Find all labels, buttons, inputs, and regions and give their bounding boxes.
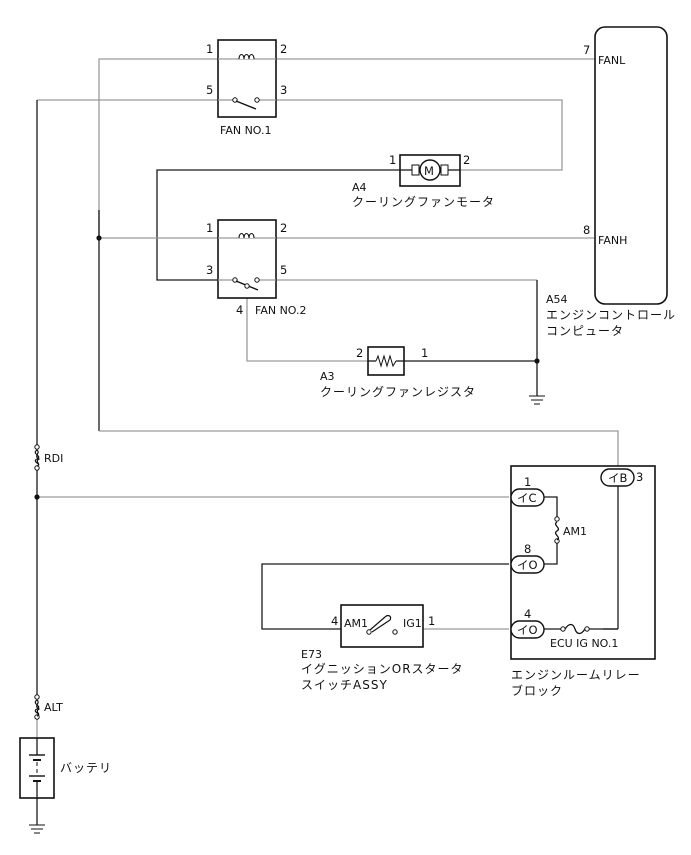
pin-number: 3 xyxy=(636,470,643,484)
pin-number: 2 xyxy=(280,42,287,56)
wire-relay-io8-to-ig-am1 xyxy=(261,563,509,630)
pin-number: 5 xyxy=(280,263,287,277)
connector-label: イC xyxy=(517,491,537,505)
pin-number: 8 xyxy=(583,223,590,237)
wire-fan1-no-to-motor xyxy=(276,99,563,171)
relay-fan1-label: FAN NO.1 xyxy=(220,124,272,137)
pin-number: 1 xyxy=(389,153,396,167)
relay-fan-no2: 1 2 3 5 4 FAN NO.2 xyxy=(206,219,307,317)
component-name: ブロック xyxy=(511,683,563,698)
component-name: スイッチASSY xyxy=(301,678,388,692)
component-code: A54 xyxy=(546,293,568,306)
wire-fan2-com-to-resistor xyxy=(246,290,368,362)
fusible-link-icon xyxy=(34,449,41,467)
motor-symbol: M xyxy=(424,164,434,178)
pin-number: 3 xyxy=(206,263,213,277)
battery: バッテリ xyxy=(19,737,112,799)
ecu-pin-label: FANH xyxy=(598,234,627,247)
fusible-link-icon xyxy=(34,699,41,717)
switch-contact xyxy=(254,97,260,103)
coil-icon xyxy=(238,232,255,239)
pin-number: 1 xyxy=(428,614,435,628)
switch-pin-label: IG1 xyxy=(403,617,422,630)
fusible-link-label: ALT xyxy=(44,701,63,714)
wire-to-relay-ib xyxy=(99,430,619,466)
switch-contact xyxy=(244,283,250,289)
fuse-label: ECU IG NO.1 xyxy=(550,637,618,650)
component-code: A3 xyxy=(320,370,335,383)
pin-number: 1 xyxy=(206,42,213,56)
battery-label: バッテリ xyxy=(60,761,112,775)
engine-room-relay-block: イB 3 イC 1 AM1 イO 8 イO 4 ECU IG NO.1 エンジン… xyxy=(510,465,656,698)
pin-number: 1 xyxy=(524,475,531,489)
pin-number: 4 xyxy=(236,303,243,317)
junction-dot xyxy=(34,494,40,500)
ignition-switch: AM1 IG1 4 1 E73 イグニッションORスタータ スイッチASSY xyxy=(301,604,464,692)
pin-number: 8 xyxy=(524,542,531,556)
coil-icon xyxy=(238,53,255,60)
fuse-icon xyxy=(564,623,586,635)
pin-number: 2 xyxy=(356,346,363,360)
pin-number: 7 xyxy=(583,43,590,57)
switch-contact xyxy=(366,629,372,635)
fuse-label: AM1 xyxy=(563,525,587,538)
component-name: イグニッションORスタータ xyxy=(301,662,464,676)
connector-io-8 xyxy=(510,555,545,574)
component-name: クーリングファンモータ xyxy=(352,195,495,209)
motor-icon xyxy=(419,159,441,181)
wires xyxy=(36,58,619,825)
component-code: A4 xyxy=(352,181,367,194)
pin-number: 4 xyxy=(524,607,531,621)
wire-fan1-coil-feed xyxy=(98,58,218,238)
pin-number: 2 xyxy=(463,153,470,167)
component-name: エンジンルームリレー xyxy=(511,668,641,682)
relay-fan2-label: FAN NO.2 xyxy=(255,304,307,317)
fusible-link-label: RDI xyxy=(44,452,63,465)
key-switch-icon xyxy=(369,614,392,633)
ground-icon xyxy=(29,824,45,834)
junction-dot xyxy=(534,358,540,364)
junction-dot xyxy=(96,235,102,241)
connector-ib xyxy=(600,468,635,487)
component-name: エンジンコントロール xyxy=(546,308,676,322)
pin-number: 5 xyxy=(206,83,213,97)
connector-label: イB xyxy=(608,471,627,485)
component-name: クーリングファンレジスタ xyxy=(320,385,476,399)
switch-blade xyxy=(235,100,257,110)
connector-label: イO xyxy=(517,558,538,572)
pin-number: 2 xyxy=(280,221,287,235)
fusible-link-alt: ALT xyxy=(34,694,63,720)
fan-motor: M 1 2 A4 クーリングファンモータ xyxy=(352,153,495,209)
resistor-icon xyxy=(375,354,397,368)
wire-motor-to-fan2-nc xyxy=(156,169,400,281)
pin-number: 1 xyxy=(421,346,428,360)
pin-number: 4 xyxy=(331,614,338,628)
ground-icon xyxy=(529,395,545,405)
battery-icon xyxy=(29,754,45,782)
relay-fan-no1: 1 2 5 3 FAN NO.1 xyxy=(206,39,287,137)
component-code: E73 xyxy=(301,648,322,661)
fuse-icon xyxy=(554,521,560,541)
connector-label: イO xyxy=(517,623,538,637)
switch-contact xyxy=(392,629,398,635)
switch-contact xyxy=(254,277,260,283)
fusible-link-rdi: RDI xyxy=(34,444,63,471)
pin-number: 1 xyxy=(206,221,213,235)
fan-resistor: 2 1 A3 クーリングファンレジスタ xyxy=(320,346,476,399)
ecu: 7 FANL 8 FANH A54 エンジンコントロール コンピュータ xyxy=(546,26,676,338)
ecu-pin-label: FANL xyxy=(598,54,626,67)
component-name: コンピュータ xyxy=(546,324,624,338)
pin-number: 3 xyxy=(280,83,287,97)
switch-pin-label: AM1 xyxy=(344,617,368,630)
